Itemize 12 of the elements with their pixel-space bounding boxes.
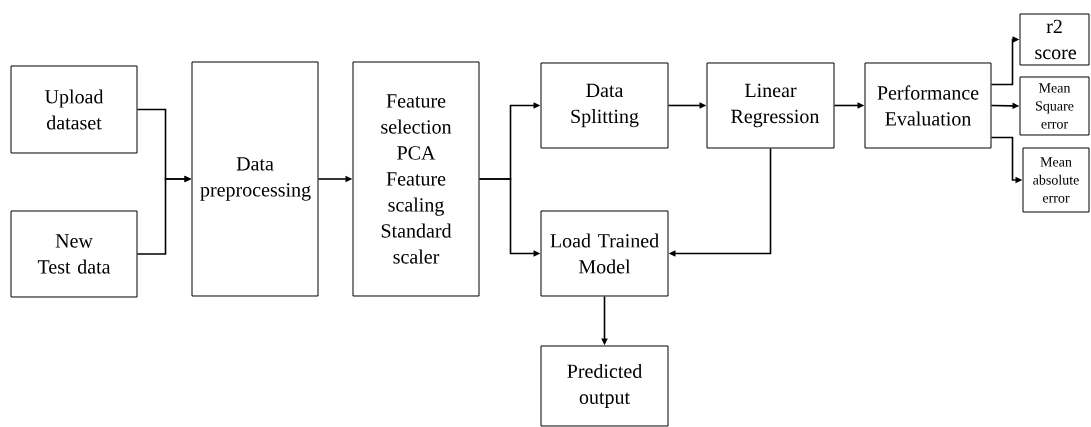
process-box: Mean absolute error [1022, 147, 1090, 213]
process-box: Performance Evaluation [864, 62, 992, 149]
process-box: Feature selection PCA Feature scaling Standard scaler [352, 61, 480, 297]
process-box: Predicted output [540, 345, 669, 427]
process-box: r2 score [1019, 13, 1090, 66]
process-box: Data Splitting [540, 62, 669, 149]
process-box: Mean Square error [1019, 76, 1090, 136]
process-box: Linear Regression [706, 62, 835, 149]
process-box: Data preprocessing [191, 61, 319, 297]
process-box: Upload dataset [10, 65, 138, 154]
process-box: Load Trained Model [540, 210, 669, 297]
process-box: New Test data [10, 210, 138, 298]
